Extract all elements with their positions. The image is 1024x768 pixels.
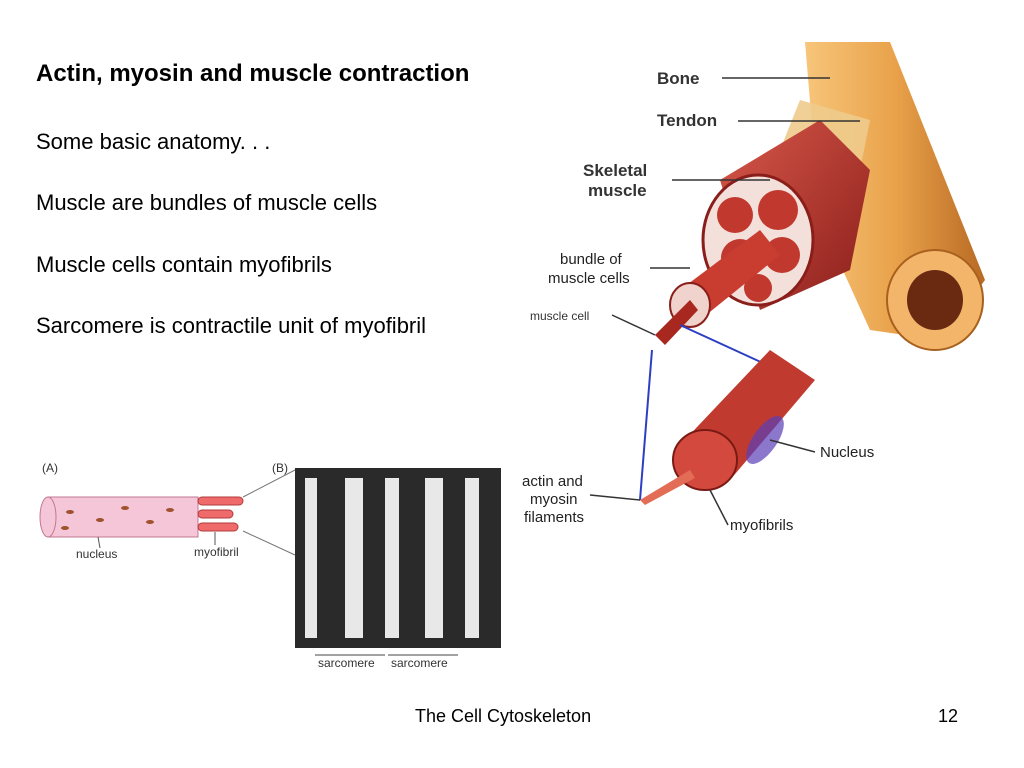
label-sarcomere-2: sarcomere — [391, 656, 448, 670]
label-cell-nucleus: nucleus — [76, 547, 117, 561]
bullet-sarcomere: Sarcomere is contractile unit of myofibr… — [36, 313, 427, 338]
label-filaments: filaments — [524, 509, 584, 526]
label-myofibrils: myofibrils — [730, 517, 793, 534]
label-skeletal-muscle: muscle — [588, 181, 647, 200]
nucleus-shape — [746, 416, 784, 464]
label-skeletal: Skeletal — [583, 161, 647, 180]
label-bundle: bundle of — [560, 251, 623, 268]
label-bundle-cells: muscle cells — [548, 270, 630, 287]
label-myosin: myosin — [530, 491, 578, 508]
label-muscle-cell: muscle cell — [530, 309, 589, 323]
page-number: 12 — [938, 706, 959, 726]
label-sarcomere-1: sarcomere — [318, 656, 375, 670]
panel-b-label: (B) — [272, 461, 288, 475]
label-nucleus: Nucleus — [820, 444, 874, 461]
label-bone: Bone — [657, 69, 700, 88]
bullet-bundles: Muscle are bundles of muscle cells — [36, 190, 378, 215]
muscle-cell-figure: (A) (B) nucleus myofibril — [39, 461, 501, 670]
bullet-anatomy: Some basic anatomy. . . — [36, 129, 271, 154]
filaments-shape — [640, 470, 695, 505]
label-tendon: Tendon — [657, 111, 717, 130]
slide-title: Actin, myosin and muscle contraction — [36, 60, 470, 87]
label-actin: actin and — [522, 473, 583, 490]
bullet-myofibrils: Muscle cells contain myofibrils — [36, 252, 332, 277]
cell-body — [47, 496, 199, 538]
label-cell-myofibril: myofibril — [194, 545, 239, 559]
muscle-cell-shape — [655, 300, 698, 345]
panel-a-label: (A) — [42, 461, 58, 475]
footer-text: The Cell Cytoskeleton — [415, 706, 592, 726]
muscle-anatomy-diagram: Bone Tendon Skeletal muscle bundle of mu… — [522, 42, 985, 534]
